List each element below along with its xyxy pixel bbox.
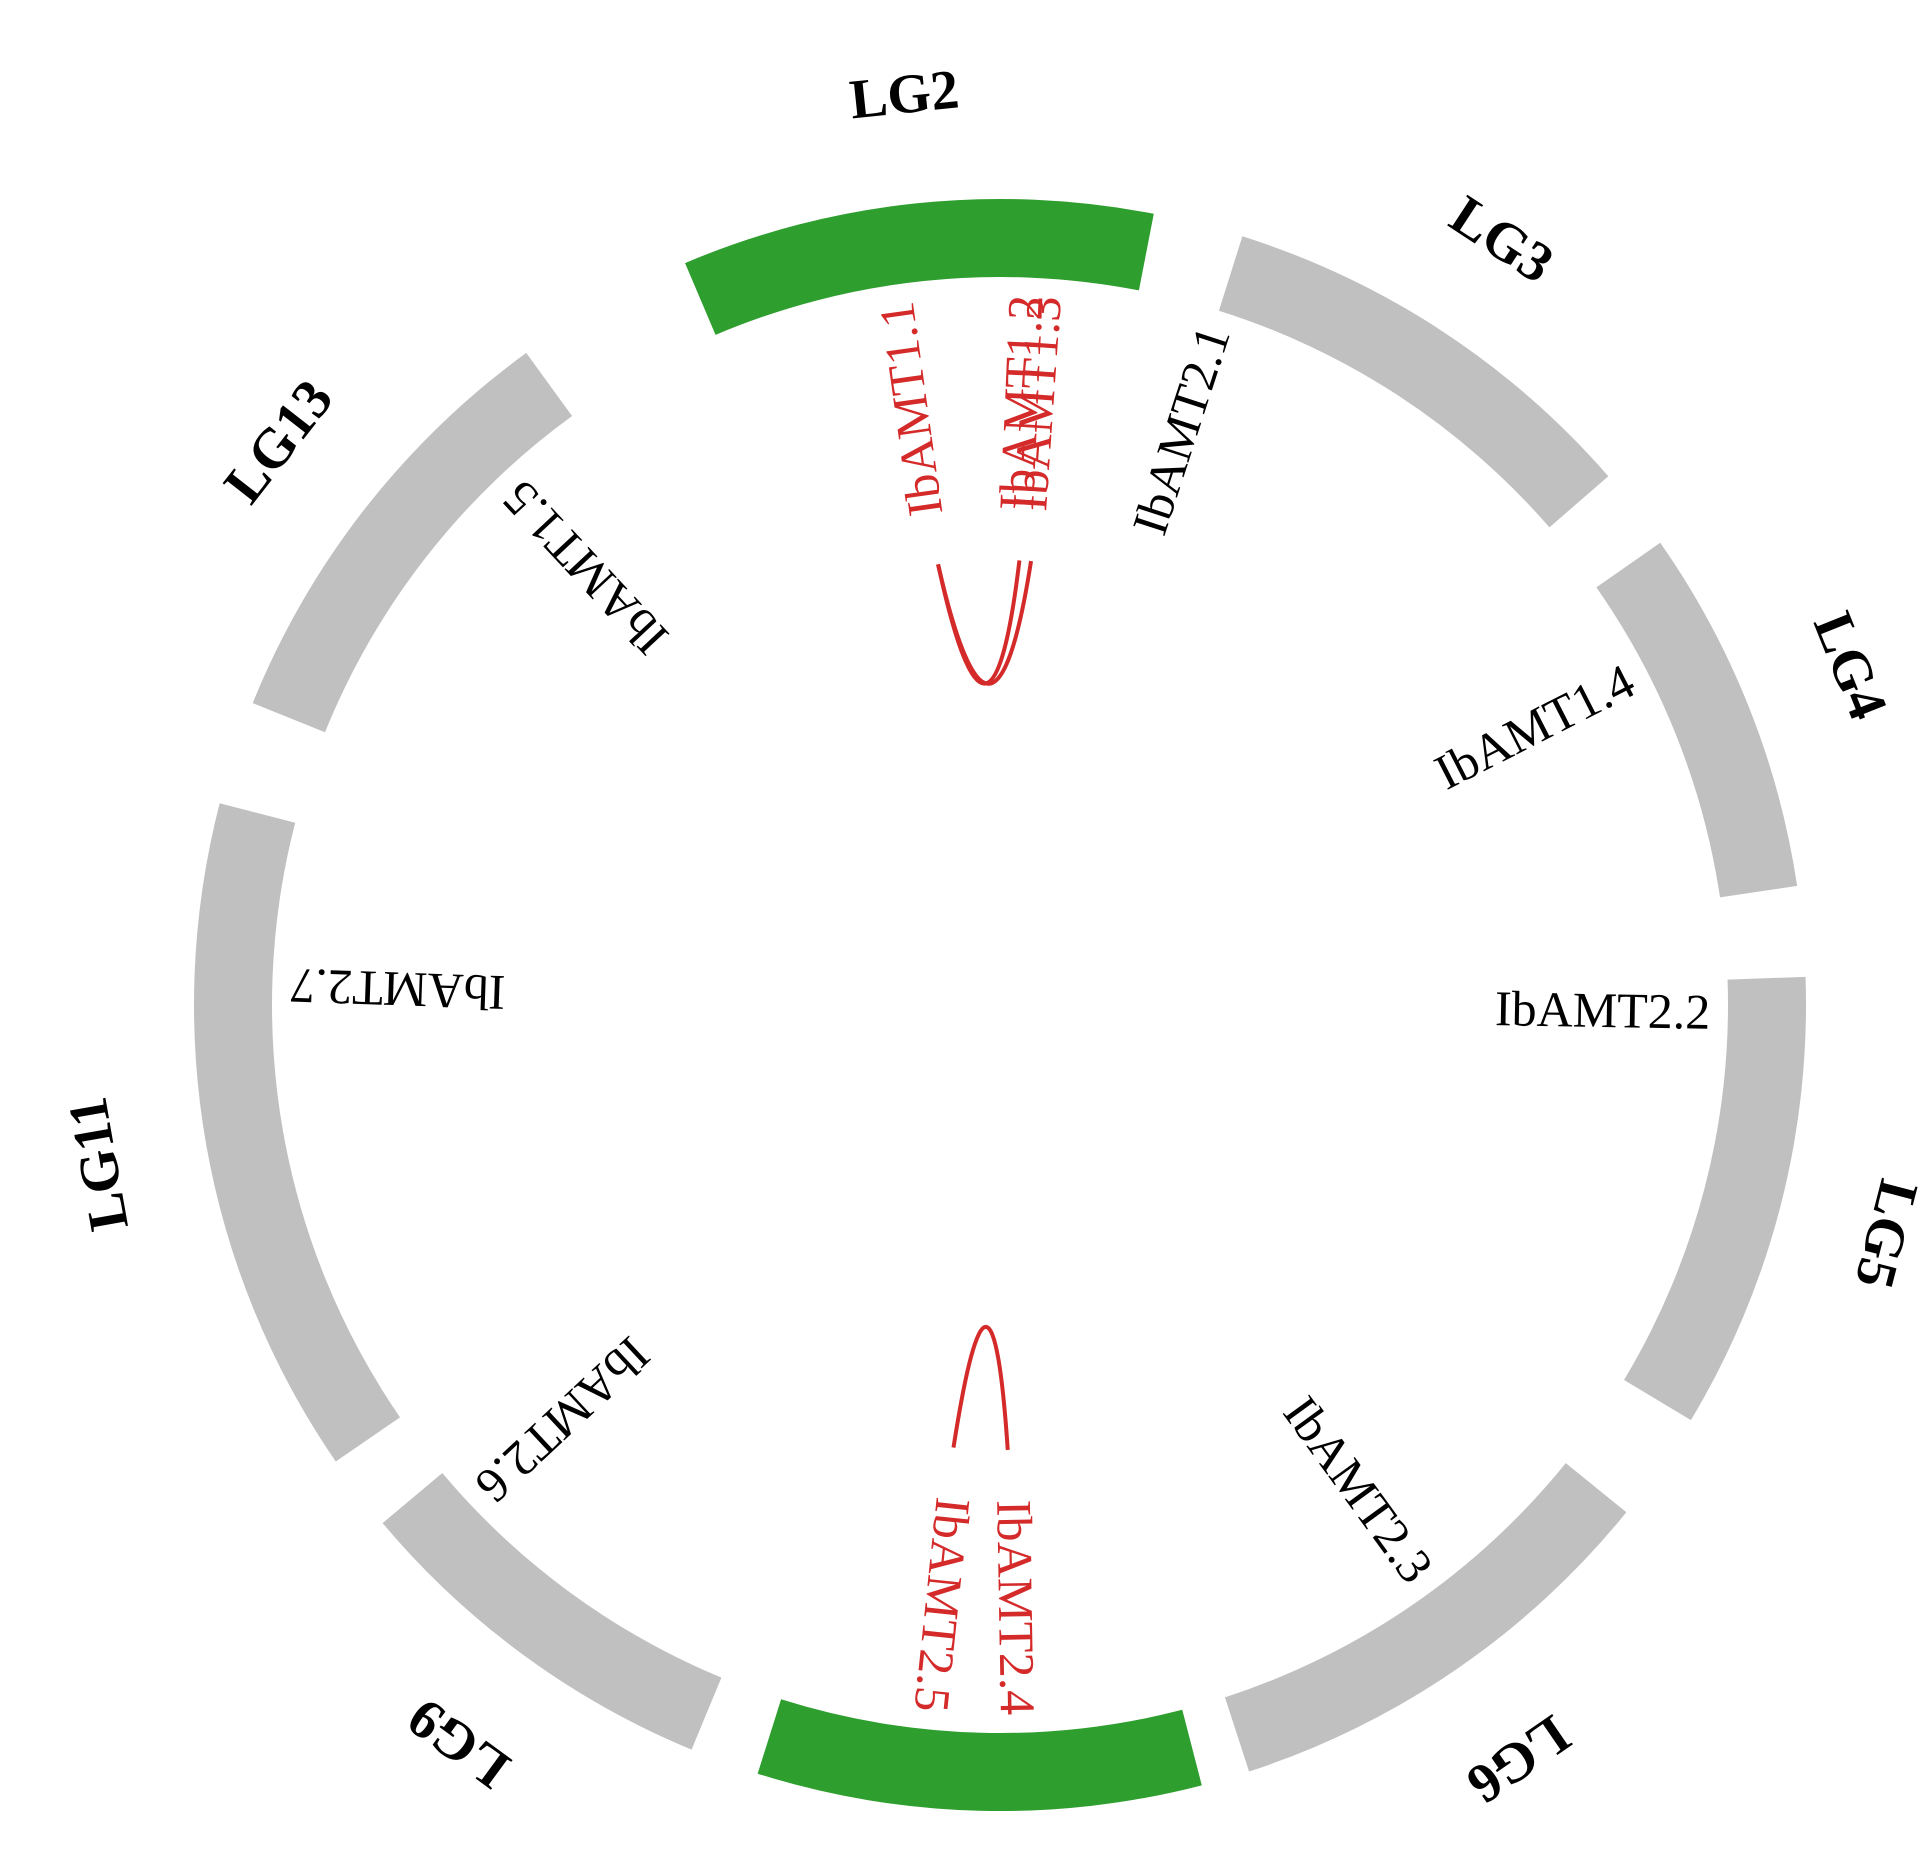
chromosome-lg3 xyxy=(1218,236,1609,528)
gene-label-ibamt2-7: IbAMT2.7 xyxy=(289,958,506,1021)
chromosome-lg4 xyxy=(1596,542,1798,898)
chromosome-lg9 xyxy=(382,1472,722,1750)
gene-label-ibamt2-2: IbAMT2.2 xyxy=(1495,980,1711,1040)
chromosome-lg7 xyxy=(757,1699,1202,1811)
chromosome-labels: LG2LG3LG4LG5LG6LG7LG9LG11LG13 xyxy=(57,58,1926,1815)
chromosome-ring xyxy=(193,199,1806,1811)
chromosome-lg5 xyxy=(1624,976,1806,1421)
synteny-link-ibamt2-5-ibamt2-4 xyxy=(951,1325,1010,1451)
gene-label-ibamt1-2: IbAMT1.2 xyxy=(988,294,1053,512)
gene-label-ibamt2-4: IbAMT2.4 xyxy=(986,1499,1046,1715)
chromosome-lg2 xyxy=(685,199,1154,335)
synteny-links xyxy=(936,560,1034,1451)
chromosome-lg6 xyxy=(1224,1463,1627,1772)
chromosome-lg11 xyxy=(193,803,401,1462)
chromosome-lg13 xyxy=(252,352,573,733)
chromosome-label-lg2: LG2 xyxy=(847,58,962,131)
synteny-link-ibamt1-1-ibamt1-3 xyxy=(936,560,1034,686)
